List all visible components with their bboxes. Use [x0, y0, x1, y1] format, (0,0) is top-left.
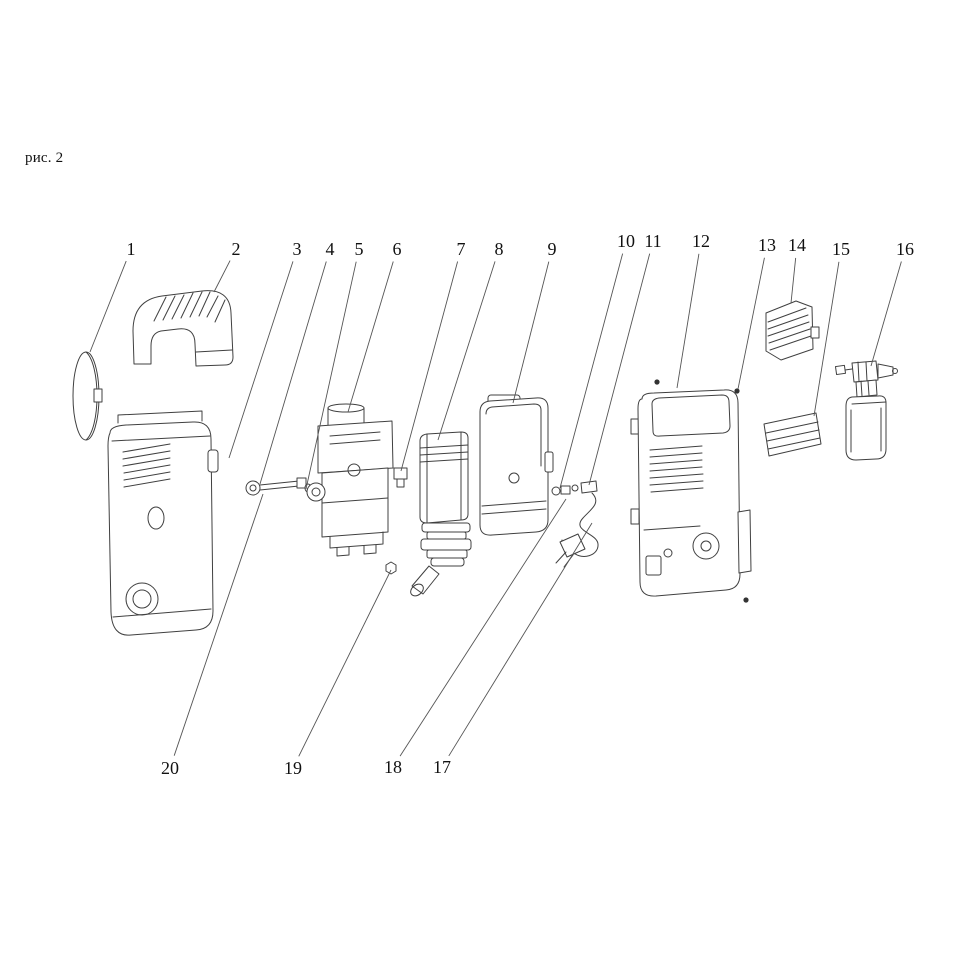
- part-number-3: 3: [293, 239, 302, 259]
- leader-line-15: [813, 261, 840, 417]
- part-number-15: 15: [832, 239, 850, 259]
- leader-line-4: [259, 261, 327, 485]
- part-number-14: 14: [788, 235, 806, 255]
- leader-line-20: [173, 493, 264, 756]
- leader-line-18: [399, 498, 567, 757]
- part-8-motor: [410, 431, 472, 597]
- part-number-9: 9: [548, 239, 557, 259]
- part-number-17: 17: [433, 757, 451, 777]
- part-17-power-cord: [555, 492, 599, 568]
- part-3-front-housing: [107, 410, 219, 636]
- leader-line-9: [512, 261, 550, 404]
- leader-line-7: [400, 261, 459, 472]
- leader-line-5: [305, 261, 357, 490]
- leader-line-11: [588, 253, 651, 486]
- leader-line-3: [228, 261, 294, 459]
- leader-line-17: [448, 522, 593, 757]
- part-number-12: 12: [692, 231, 710, 251]
- part-7-fitting: [393, 467, 408, 488]
- part-10-cord-gland: [551, 480, 598, 496]
- part-number-16: 16: [896, 239, 914, 259]
- part-6-pump-assembly: [306, 403, 394, 557]
- leader-line-10: [559, 253, 624, 489]
- part-15-louver: [763, 412, 822, 457]
- figure-caption: рис. 2: [25, 150, 64, 166]
- leader-line-13: [737, 257, 765, 390]
- part-14-vent-cover: [765, 300, 820, 361]
- part-number-5: 5: [355, 239, 364, 259]
- part-number-13: 13: [758, 235, 776, 255]
- part-19-nut: [385, 561, 397, 575]
- leader-line-19: [298, 569, 392, 757]
- part-number-8: 8: [495, 239, 504, 259]
- part-12-rear-housing: [630, 379, 752, 603]
- part-number-7: 7: [457, 239, 466, 259]
- leader-line-6: [347, 261, 394, 413]
- part-number-20: 20: [161, 758, 179, 778]
- part-2-handle: [132, 290, 234, 367]
- part-number-18: 18: [384, 757, 402, 777]
- part-number-1: 1: [127, 239, 136, 259]
- part-1-side-cap: [72, 351, 103, 441]
- part-4-knob: [245, 477, 307, 496]
- leader-line-1: [89, 260, 127, 353]
- part-number-11: 11: [644, 231, 661, 251]
- leader-line-14: [790, 257, 797, 304]
- part-number-6: 6: [393, 239, 402, 259]
- part-number-10: 10: [617, 231, 635, 251]
- part-16-foam-nozzle: [834, 360, 898, 461]
- part-number-4: 4: [326, 239, 335, 259]
- part-9-motor-cover: [479, 394, 554, 536]
- part-number-19: 19: [284, 758, 302, 778]
- leader-line-16: [870, 261, 902, 367]
- leader-line-12: [676, 253, 700, 389]
- leader-line-8: [437, 261, 496, 441]
- leader-line-2: [213, 260, 231, 293]
- part-number-2: 2: [232, 239, 241, 259]
